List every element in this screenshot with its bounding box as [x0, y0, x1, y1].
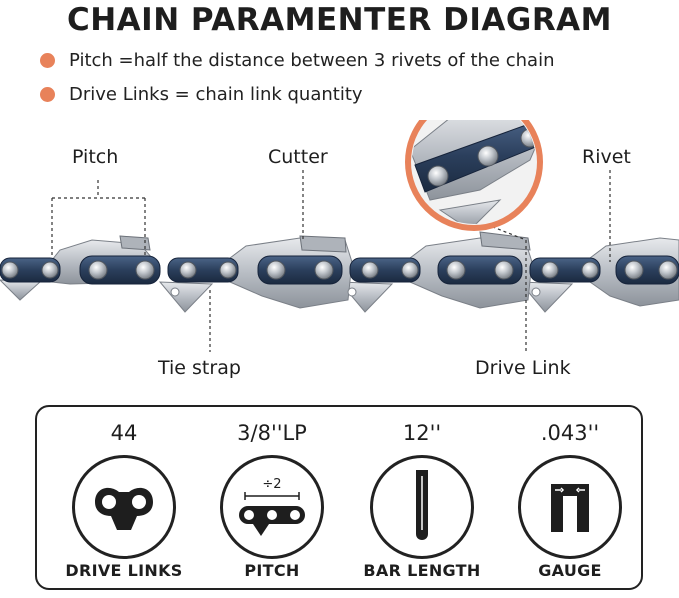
rivets: [1, 260, 678, 280]
cutter-tops: [119, 231, 531, 253]
chain-illustration: [0, 120, 679, 352]
zoom-inset: [405, 120, 543, 231]
label-drive-link: Drive Link: [475, 357, 571, 379]
label-rivet: Rivet: [582, 146, 631, 168]
bullet-dot-icon: [40, 53, 55, 68]
spec-value: 3/8''LP: [237, 421, 307, 445]
annotation-lines: [51, 170, 611, 352]
label-cutter: Cutter: [268, 146, 328, 168]
gauge-icon: [551, 484, 589, 532]
spec-value: 12'': [402, 421, 442, 445]
label-pitch: Pitch: [72, 146, 119, 168]
spec-value: 44: [110, 421, 138, 445]
spec-name: GAUGE: [538, 561, 602, 580]
pitch-icon-text: ÷2: [262, 477, 281, 492]
bullet-pitch-definition: Pitch =half the distance between 3 rivet…: [40, 50, 554, 71]
bullet-dot-icon: [40, 87, 55, 102]
spec-panel: 44 DRIVE LINKS 3/8''LP ÷2 PITCH: [35, 405, 643, 590]
bullet-drive-links-definition: Drive Links = chain link quantity: [40, 84, 363, 105]
pitch-icon: ÷2: [239, 477, 305, 536]
spec-value: .043'': [540, 421, 600, 445]
drive-link-icon: [95, 487, 153, 530]
guide-bar-icon: [416, 470, 428, 540]
spec-name: BAR LENGTH: [363, 561, 481, 580]
page-title: CHAIN PARAMENTER DIAGRAM: [66, 2, 613, 38]
spec-name: DRIVE LINKS: [65, 561, 183, 580]
label-tie-strap: Tie strap: [158, 357, 241, 379]
bullet-text: Pitch =half the distance between 3 rivet…: [69, 50, 555, 71]
spec-name: PITCH: [244, 561, 300, 580]
bullet-text: Drive Links = chain link quantity: [69, 84, 363, 105]
